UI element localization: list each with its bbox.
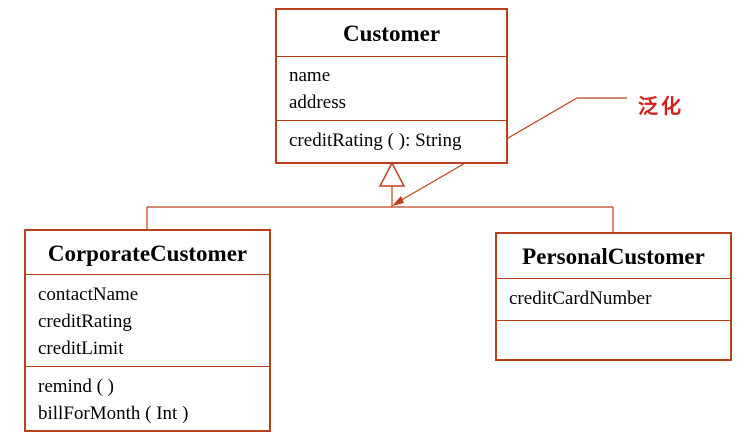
attribute-contact-name: contactName [38, 284, 139, 305]
annotation-leader-line [397, 97, 627, 203]
attribute-name: name [289, 65, 331, 86]
generalization-arrowhead [378, 161, 406, 187]
attribute-address: address [289, 92, 346, 113]
annotation-leader-arrowhead [392, 196, 404, 206]
attributes-corporate-customer: contactName creditRating creditLimit [26, 275, 269, 367]
class-name-corporate-customer: CorporateCustomer [26, 231, 269, 275]
operation-remind: remind ( ) [38, 376, 114, 397]
class-personal-customer[interactable]: PersonalCustomer creditCardNumber [495, 232, 732, 361]
operations-corporate-customer: remind ( ) billForMonth ( Int ) [26, 367, 269, 427]
attribute-credit-rating: creditRating [38, 311, 132, 332]
operations-personal-customer [497, 321, 730, 359]
operation-credit-rating: creditRating ( ): String [289, 130, 462, 151]
class-customer[interactable]: Customer name address creditRating ( ): … [275, 8, 508, 164]
attribute-credit-limit: creditLimit [38, 338, 124, 359]
operations-customer: creditRating ( ): String [277, 121, 506, 154]
operation-bill-for-month: billForMonth ( Int ) [38, 403, 189, 424]
annotation-label: 泛化 [638, 94, 684, 118]
class-corporate-customer[interactable]: CorporateCustomer contactName creditRati… [24, 229, 271, 432]
attribute-credit-card-number: creditCardNumber [509, 288, 652, 309]
class-name-customer: Customer [277, 10, 506, 57]
class-name-personal-customer: PersonalCustomer [497, 234, 730, 279]
attributes-customer: name address [277, 57, 506, 121]
attributes-personal-customer: creditCardNumber [497, 279, 730, 321]
